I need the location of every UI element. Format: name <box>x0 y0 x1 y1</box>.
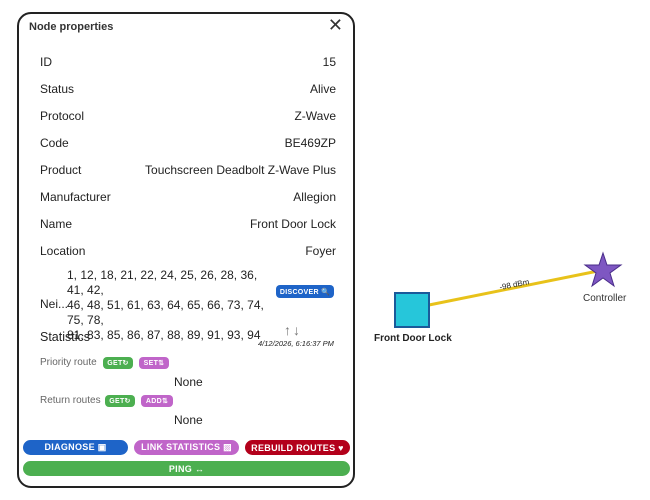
property-value: Allegion <box>293 190 336 204</box>
property-value: Alive <box>309 82 336 96</box>
property-key: Name <box>40 217 73 231</box>
neighbors-line: 81, 83, 85, 86, 87, 88, 89, 91, 93, 94 <box>67 328 261 342</box>
property-value: Front Door Lock <box>249 217 336 231</box>
return-routes-label: Return routes <box>40 395 101 406</box>
graph-node-label: Front Door Lock <box>374 333 452 344</box>
link-signal-label: -98 dBm <box>499 277 531 292</box>
link-statistics-button[interactable]: LINK STATISTICS ▨ <box>134 440 239 455</box>
neighbors-list: 1, 12, 18, 21, 22, 24, 25, 26, 28, 36, 4… <box>67 268 277 343</box>
ping-button[interactable]: PING ↔ <box>23 461 350 476</box>
priority-route-label: Priority route <box>40 357 97 368</box>
property-key: ID <box>40 55 52 69</box>
graph-link <box>428 269 599 307</box>
property-key: Status <box>40 82 75 96</box>
priority-route-set-button[interactable]: SET⇅ <box>139 357 169 369</box>
neighbors-label: Nei... <box>40 297 69 311</box>
close-icon[interactable]: ✕ <box>327 15 343 35</box>
neighbors-line: 1, 12, 18, 21, 22, 24, 25, 26, 28, 36, 4… <box>67 268 258 297</box>
property-key: Code <box>40 136 69 150</box>
statistics-label: Statistics <box>40 330 91 344</box>
discover-button[interactable]: DISCOVER 🔍 <box>276 285 334 298</box>
return-routes-get-button[interactable]: GET↻ <box>105 395 135 407</box>
return-routes-value: None <box>174 413 203 427</box>
property-value: BE469ZP <box>284 136 336 150</box>
statistics-timestamp: 4/12/2026, 6:16:37 PM <box>258 339 334 348</box>
property-value: 15 <box>322 55 336 69</box>
property-value: Foyer <box>305 244 336 258</box>
graph-controller-label: Controller <box>583 293 627 304</box>
graph-node-front-door-lock[interactable] <box>394 292 430 328</box>
priority-route-get-button[interactable]: GET↻ <box>103 357 133 369</box>
neighbors-line: 46, 48, 51, 61, 63, 64, 65, 66, 73, 74, … <box>67 298 264 327</box>
graph-node-controller[interactable] <box>583 251 623 288</box>
refresh-arrows-icon[interactable]: ↑↓ <box>284 322 302 338</box>
return-routes-add-button[interactable]: ADD⇅ <box>141 395 173 407</box>
property-key: Protocol <box>40 109 85 123</box>
priority-route-value: None <box>174 375 203 389</box>
panel-title: Node properties <box>29 21 114 33</box>
diagnose-button[interactable]: DIAGNOSE ▣ <box>23 440 128 455</box>
rebuild-routes-button[interactable]: REBUILD ROUTES ♥ <box>245 440 350 455</box>
property-key: Product <box>40 163 82 177</box>
property-value: Z-Wave <box>294 109 336 123</box>
property-key: Location <box>40 244 86 258</box>
property-value: Touchscreen Deadbolt Z-Wave Plus <box>145 163 336 177</box>
node-properties-panel: Node properties ✕ ID 15 Status Alive Pro… <box>17 12 355 488</box>
property-key: Manufacturer <box>40 190 111 204</box>
